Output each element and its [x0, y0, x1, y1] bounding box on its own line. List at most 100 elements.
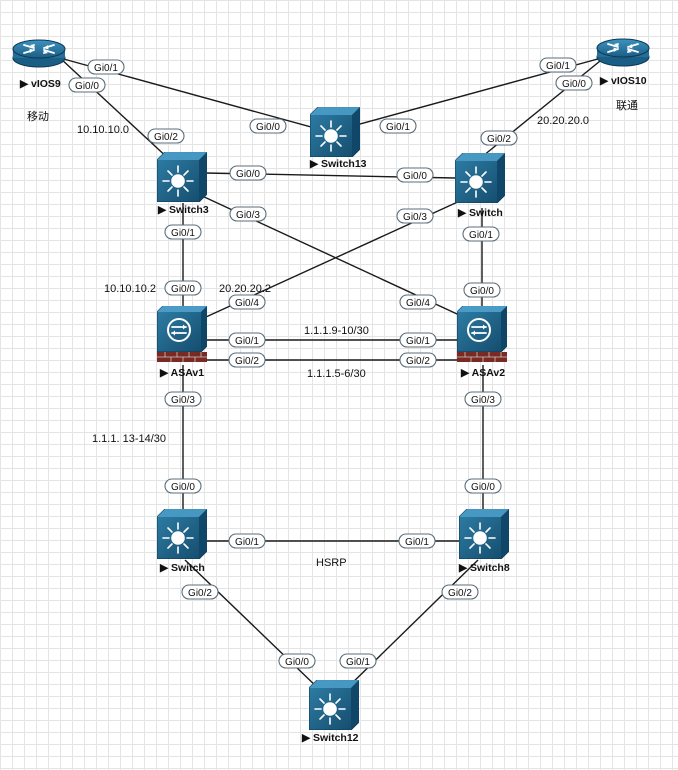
port-label: Gi0/0 [249, 118, 287, 134]
link-switch8-switch12[interactable] [344, 559, 479, 691]
port-label: Gi0/1 [399, 332, 437, 348]
subnet-label-failover-a: 1.1.1.9-10/30 [304, 325, 369, 337]
svg-text:Gi0/0: Gi0/0 [285, 657, 309, 668]
ip-label-asav1-unicom: 20.20.20.2 [219, 283, 271, 295]
device-asav2[interactable]: ▶ ASAv2 [457, 306, 507, 379]
svg-text:Gi0/0: Gi0/0 [470, 286, 494, 297]
subnet-label-unicom: 20.20.20.0 [537, 115, 589, 127]
port-label: Gi0/1 [164, 224, 202, 240]
switch-icon [459, 509, 509, 559]
firewall-icon [457, 306, 507, 362]
svg-text:Gi0/0: Gi0/0 [171, 284, 195, 295]
svg-text:Gi0/0: Gi0/0 [256, 122, 280, 133]
svg-text:Gi0/4: Gi0/4 [235, 298, 259, 309]
port-label: Gi0/0 [164, 280, 202, 296]
device-label: ▶ vIOS10 [599, 75, 647, 87]
port-label: Gi0/1 [462, 226, 500, 242]
devices: ▶ vIOS9 ▶ vIOS10 ▶ Switch13 ▶ Switch3 ▶ … [12, 38, 650, 744]
port-label: Gi0/0 [464, 478, 502, 494]
svg-text:Gi0/0: Gi0/0 [75, 81, 99, 92]
svg-text:Gi0/0: Gi0/0 [236, 169, 260, 180]
router-icon [596, 38, 650, 67]
port-label: Gi0/1 [398, 533, 436, 549]
svg-text:Gi0/2: Gi0/2 [406, 356, 430, 367]
device-switch8[interactable]: ▶ Switch8 [458, 509, 510, 574]
svg-text:Gi0/1: Gi0/1 [346, 657, 370, 668]
svg-text:Gi0/1: Gi0/1 [235, 336, 259, 347]
svg-text:Gi0/0: Gi0/0 [562, 79, 586, 90]
device-label: ▶ ASAv2 [460, 367, 505, 379]
device-label: ▶ Switch8 [458, 562, 510, 574]
isp-label-mobile: 移动 [27, 110, 49, 123]
device-label: ▶ ASAv1 [159, 367, 204, 379]
port-label: Gi0/2 [181, 584, 219, 600]
port-label: Gi0/0 [396, 167, 434, 183]
svg-text:Gi0/0: Gi0/0 [471, 482, 495, 493]
port-label: Gi0/3 [396, 208, 434, 224]
device-vios10[interactable]: ▶ vIOS10 [596, 38, 650, 87]
port-labels: Gi0/1 Gi0/0 Gi0/0 Gi0/1 Gi0/1 Gi0/0 Gi0/… [68, 57, 593, 669]
device-label: ▶ Switch12 [301, 732, 359, 744]
hsrp-label: HSRP [316, 557, 347, 569]
svg-text:Gi0/1: Gi0/1 [235, 537, 259, 548]
device-asav1[interactable]: ▶ ASAv1 [157, 306, 207, 379]
device-vios9[interactable]: ▶ vIOS9 [12, 39, 66, 90]
port-label: Gi0/1 [539, 57, 577, 73]
port-label: Gi0/0 [164, 478, 202, 494]
annotations: 移动 联通 10.10.10.0 20.20.20.0 10.10.10.2 2… [27, 99, 638, 569]
link-vios9-switch3[interactable] [59, 57, 171, 161]
port-label: Gi0/0 [278, 653, 316, 669]
subnet-label-mobile: 10.10.10.0 [77, 124, 129, 136]
port-label: Gi0/2 [441, 584, 479, 600]
svg-text:Gi0/2: Gi0/2 [154, 132, 178, 143]
svg-text:Gi0/1: Gi0/1 [406, 336, 430, 347]
port-label: Gi0/2 [147, 128, 185, 144]
device-label: ▶ Switch13 [309, 158, 367, 170]
ip-label-asav1-mobile: 10.10.10.2 [104, 283, 156, 295]
device-switch-right[interactable]: ▶ Switch [455, 153, 505, 219]
device-label: ▶ Switch [457, 207, 503, 219]
switch-icon [455, 153, 505, 203]
svg-text:Gi0/1: Gi0/1 [546, 61, 570, 72]
switch-icon [157, 152, 207, 202]
device-switch-left[interactable]: ▶ Switch [157, 509, 207, 574]
port-label: Gi0/1 [87, 59, 125, 75]
svg-text:Gi0/1: Gi0/1 [171, 228, 195, 239]
svg-text:Gi0/3: Gi0/3 [236, 210, 260, 221]
svg-text:Gi0/3: Gi0/3 [471, 395, 495, 406]
router-icon [12, 39, 66, 68]
port-label: Gi0/0 [229, 165, 267, 181]
svg-text:Gi0/2: Gi0/2 [188, 588, 212, 599]
port-label: Gi0/0 [463, 282, 501, 298]
port-label: Gi0/2 [228, 352, 266, 368]
port-label: Gi0/0 [555, 75, 593, 91]
svg-text:Gi0/2: Gi0/2 [448, 588, 472, 599]
device-label: ▶ Switch3 [157, 204, 209, 216]
isp-label-unicom: 联通 [616, 99, 638, 112]
device-switch3[interactable]: ▶ Switch3 [157, 152, 209, 216]
device-switch13[interactable]: ▶ Switch13 [309, 107, 367, 170]
svg-text:Gi0/1: Gi0/1 [469, 230, 493, 241]
port-label: Gi0/0 [68, 77, 106, 93]
switch-icon [309, 680, 359, 730]
port-label: Gi0/4 [399, 294, 437, 310]
port-label: Gi0/1 [339, 653, 377, 669]
svg-text:Gi0/3: Gi0/3 [403, 212, 427, 223]
device-label: ▶ Switch [159, 562, 205, 574]
svg-text:Gi0/1: Gi0/1 [94, 63, 118, 74]
subnet-label-inside: 1.1.1. 13-14/30 [92, 433, 166, 445]
subnet-label-failover-b: 1.1.1.5-6/30 [307, 368, 366, 380]
port-label: Gi0/1 [379, 118, 417, 134]
svg-text:Gi0/4: Gi0/4 [406, 298, 430, 309]
svg-text:Gi0/3: Gi0/3 [171, 395, 195, 406]
svg-text:Gi0/1: Gi0/1 [405, 537, 429, 548]
port-label: Gi0/3 [464, 391, 502, 407]
switch-icon [310, 107, 360, 157]
port-label: Gi0/1 [228, 533, 266, 549]
svg-text:Gi0/0: Gi0/0 [171, 482, 195, 493]
device-switch12[interactable]: ▶ Switch12 [301, 680, 359, 744]
link-switchl-switch12[interactable] [184, 559, 321, 691]
svg-text:Gi0/2: Gi0/2 [235, 356, 259, 367]
svg-text:Gi0/0: Gi0/0 [403, 171, 427, 182]
